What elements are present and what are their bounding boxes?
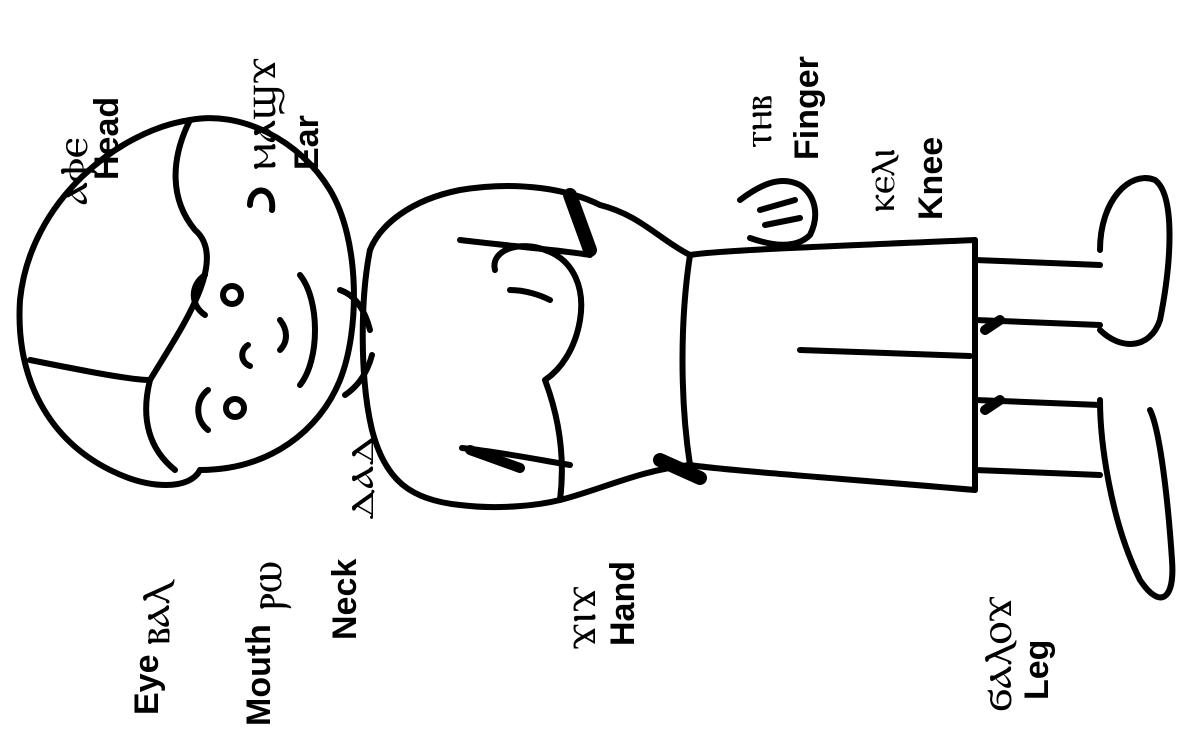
mouth-english-label: Mouth	[240, 624, 279, 726]
leg-drawing	[975, 260, 1100, 475]
mouth-coptic-label: ⲣⲱ	[238, 561, 294, 610]
ear-coptic-label: ⲙⲁϣϫ	[232, 57, 288, 170]
eye-english-label: Eye	[128, 655, 167, 716]
shirt-drawing	[363, 186, 690, 507]
neck-coptic-label: ⲇⲁⲇ	[330, 434, 386, 520]
finger-english-label: Finger	[788, 56, 827, 160]
ear-english-label: Ear	[288, 115, 327, 170]
finger-coptic-label: ⲧⲏⲃ	[735, 95, 781, 148]
pants-drawing	[660, 240, 975, 490]
head-english-label: Head	[88, 97, 127, 180]
neck-english-label: Neck	[326, 559, 365, 640]
hand-english-label: Hand	[604, 561, 643, 646]
knee-coptic-label: ⲕⲉⲗⲓ	[858, 148, 904, 212]
leg-english-label: Leg	[1018, 640, 1057, 700]
eye-coptic-label: ⲃⲁⲗ	[126, 583, 182, 645]
shoe-drawing	[1100, 178, 1172, 597]
leg-coptic-label: ϭⲁⲗⲟϫ	[968, 595, 1024, 712]
hand-coptic-label: ϫⲓϫ	[552, 586, 608, 650]
knee-english-label: Knee	[912, 137, 951, 220]
